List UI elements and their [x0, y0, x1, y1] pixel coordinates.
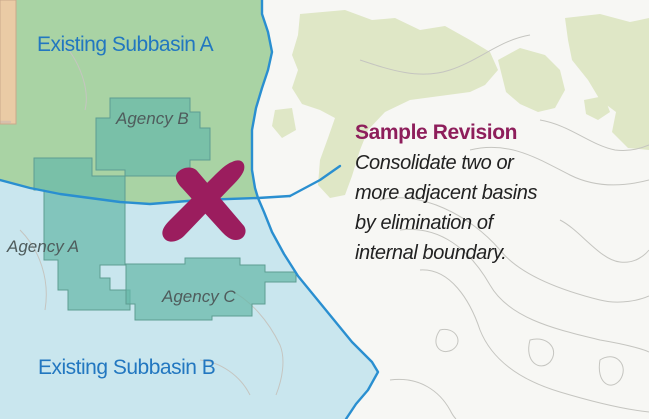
- contour-line: [59, 39, 87, 111]
- subbasin-a-label: Existing Subbasin A: [37, 33, 214, 56]
- agency-c-parcel[interactable]: [125, 257, 297, 321]
- subbasin-b-label: Existing Subbasin B: [38, 356, 216, 379]
- agency-b-label: Agency B: [116, 109, 189, 128]
- callout-body-line: by elimination of: [355, 212, 493, 234]
- agency-c-label: Agency C: [162, 287, 236, 306]
- callout-body-line: internal boundary.: [355, 242, 507, 264]
- vegetation-patch: [292, 10, 498, 198]
- x-mark-stroke: [162, 160, 245, 242]
- internal-basin-boundary: [0, 178, 292, 206]
- contour-line: [399, 228, 649, 353]
- vegetation-patch: [498, 48, 565, 112]
- inset-box: [0, 0, 17, 125]
- contour-line: [19, 229, 47, 311]
- vegetation-patch: [584, 96, 610, 120]
- branch-boundary: [288, 164, 342, 198]
- inset-fill: [0, 0, 16, 124]
- contour-line: [199, 359, 251, 396]
- contour-line: [528, 338, 555, 367]
- agency-a-label: Agency A: [7, 237, 80, 256]
- vegetation-patch: [565, 14, 649, 150]
- agency-parcels: [33, 97, 297, 321]
- outer-basin-boundary: [250, 0, 380, 419]
- contour-line: [379, 197, 649, 303]
- contour-line: [598, 356, 624, 386]
- inset-frame: [0, 0, 17, 125]
- contour-line: [539, 119, 649, 151]
- contour-lines: [19, 34, 649, 419]
- contour-line: [435, 328, 459, 352]
- x-mark-icon: [162, 160, 246, 242]
- revision-callout: Sample Revision Consolidate two or more …: [355, 118, 595, 268]
- vegetation-layer: [272, 10, 649, 198]
- contour-line: [419, 269, 649, 413]
- basin-boundaries: [0, 0, 380, 419]
- contour-line: [359, 34, 531, 75]
- contour-line: [469, 146, 649, 186]
- vegetation-patch: [272, 108, 296, 138]
- callout-body-line: Consolidate two or: [355, 152, 514, 174]
- contour-line: [389, 378, 457, 419]
- callout-title: Sample Revision: [355, 121, 518, 144]
- contour-line: [559, 219, 649, 263]
- callout-body-line: more adjacent basins: [355, 182, 538, 204]
